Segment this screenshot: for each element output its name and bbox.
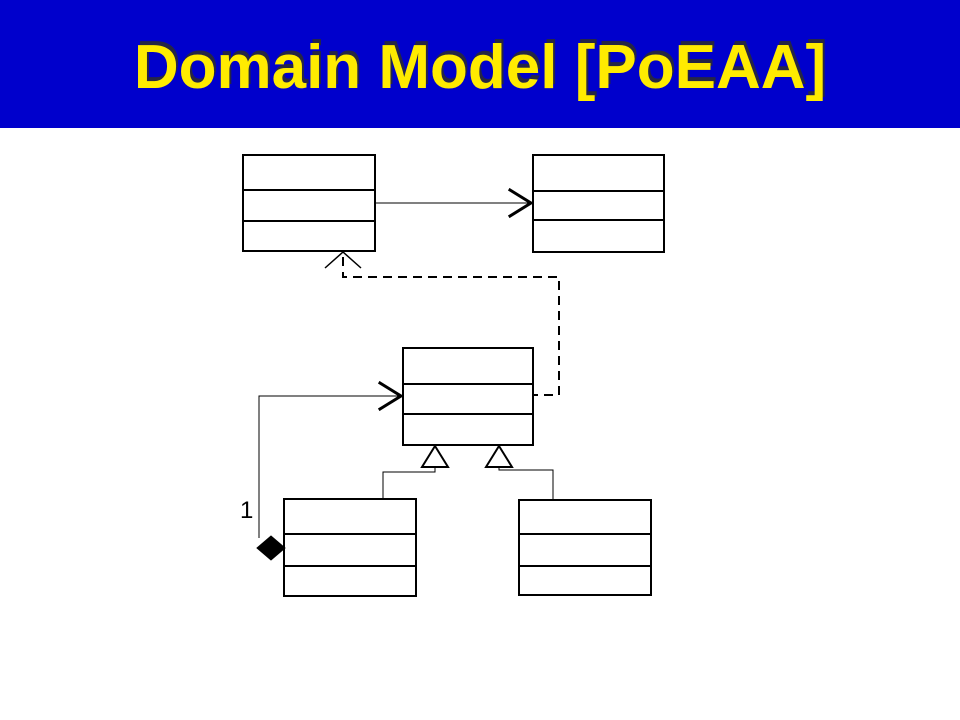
open-arrowhead-icon <box>507 187 534 219</box>
class-box-top-left <box>242 154 376 252</box>
association-line <box>258 395 400 538</box>
slide-content: 1 <box>0 128 960 720</box>
open-arrowhead-icon <box>377 380 404 412</box>
class-box-bottom-left <box>283 498 417 597</box>
generalization-line <box>382 467 436 499</box>
multiplicity-label: 1 <box>240 497 253 524</box>
class-box-middle <box>402 347 534 446</box>
generalization-line <box>498 467 554 500</box>
association-arrow-top <box>375 187 534 219</box>
open-arrowhead-icon <box>324 250 362 269</box>
class-box-top-right <box>532 154 665 253</box>
class-box-rect <box>283 498 417 597</box>
class-box-rect <box>518 499 652 596</box>
dependency-line <box>342 257 560 396</box>
hollow-triangle-icon <box>484 444 514 468</box>
uml-class-diagram: 1 <box>240 154 665 597</box>
class-box-rect <box>242 154 376 252</box>
generalization-left <box>382 444 450 499</box>
title-banner: Domain Model [PoEAA] <box>0 0 960 128</box>
slide-title: Domain Model [PoEAA] <box>133 32 827 102</box>
generalization-right <box>484 444 554 500</box>
class-box-rect <box>532 154 665 253</box>
dependency-dashed-arrow <box>324 250 560 396</box>
class-box-bottom-right <box>518 499 652 596</box>
hollow-triangle-icon <box>420 444 450 468</box>
composition-diamond-icon <box>256 535 286 561</box>
composition-association: 1 <box>240 380 404 561</box>
class-box-rect <box>402 347 534 446</box>
